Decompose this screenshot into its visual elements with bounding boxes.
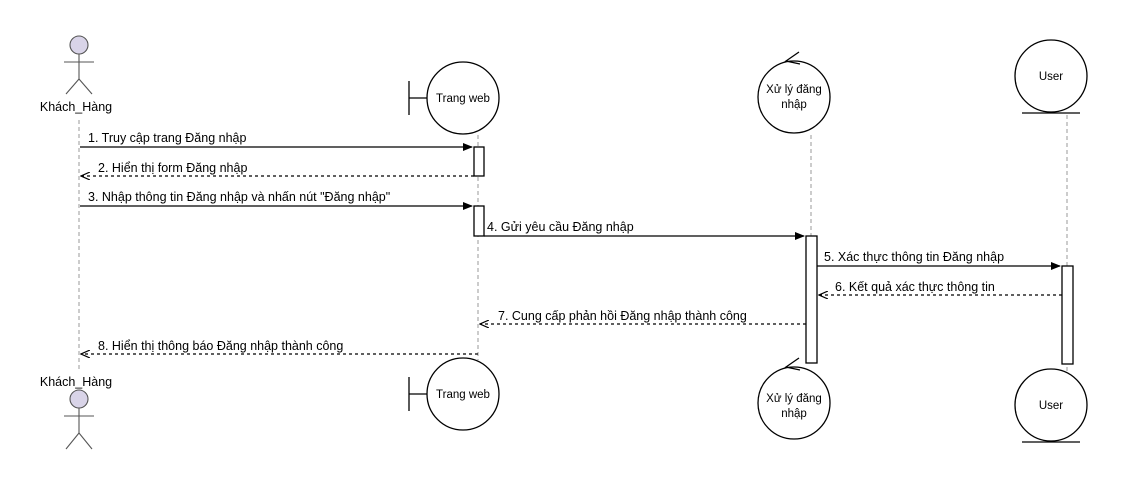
actor-label-top: Khách_Hàng [40,100,112,114]
message-6-label: 6. Kết quả xác thực thông tin [835,280,995,294]
actor-label-bottom: Khách_Hàng [40,375,112,389]
actor-icon [64,35,94,95]
activation-user [1061,265,1074,365]
boundary-label-top: Trang web [436,93,490,105]
control-label-bottom-line2: nhập [781,408,807,420]
boundary-label-bottom: Trang web [436,389,490,401]
message-1-label: 1. Truy cập trang Đăng nhập [88,131,246,145]
activation-xu-ly-dang-nhap [805,235,818,364]
message-5-label: 5. Xác thực thông tin Đăng nhập [824,250,1004,264]
entity-label-bottom: User [1039,400,1063,412]
control-icon [757,51,831,134]
entity-icon [1014,39,1088,114]
message-7-label: 7. Cung cấp phản hồi Đăng nhập thành côn… [498,309,747,323]
control-label-top-line2: nhập [781,99,807,111]
control-label-top-line1: Xử lý đăng [766,84,822,96]
boundary-icon [408,357,500,431]
boundary-icon [408,61,500,135]
activation-trang-web-1 [473,146,485,177]
message-3-label: 3. Nhập thông tin Đăng nhập và nhấn nút … [88,190,390,204]
activation-trang-web-2 [473,205,485,237]
entity-label-top: User [1039,71,1063,83]
message-4-label: 4. Gửi yêu cầu Đăng nhập [487,220,634,234]
message-2-label: 2. Hiển thị form Đăng nhập [98,161,247,175]
actor-icon [64,389,94,450]
entity-icon [1014,368,1088,443]
control-icon [757,357,831,440]
control-label-bottom-line1: Xử lý đăng [766,393,822,405]
message-8-label: 8. Hiển thị thông báo Đăng nhập thành cô… [98,339,343,353]
